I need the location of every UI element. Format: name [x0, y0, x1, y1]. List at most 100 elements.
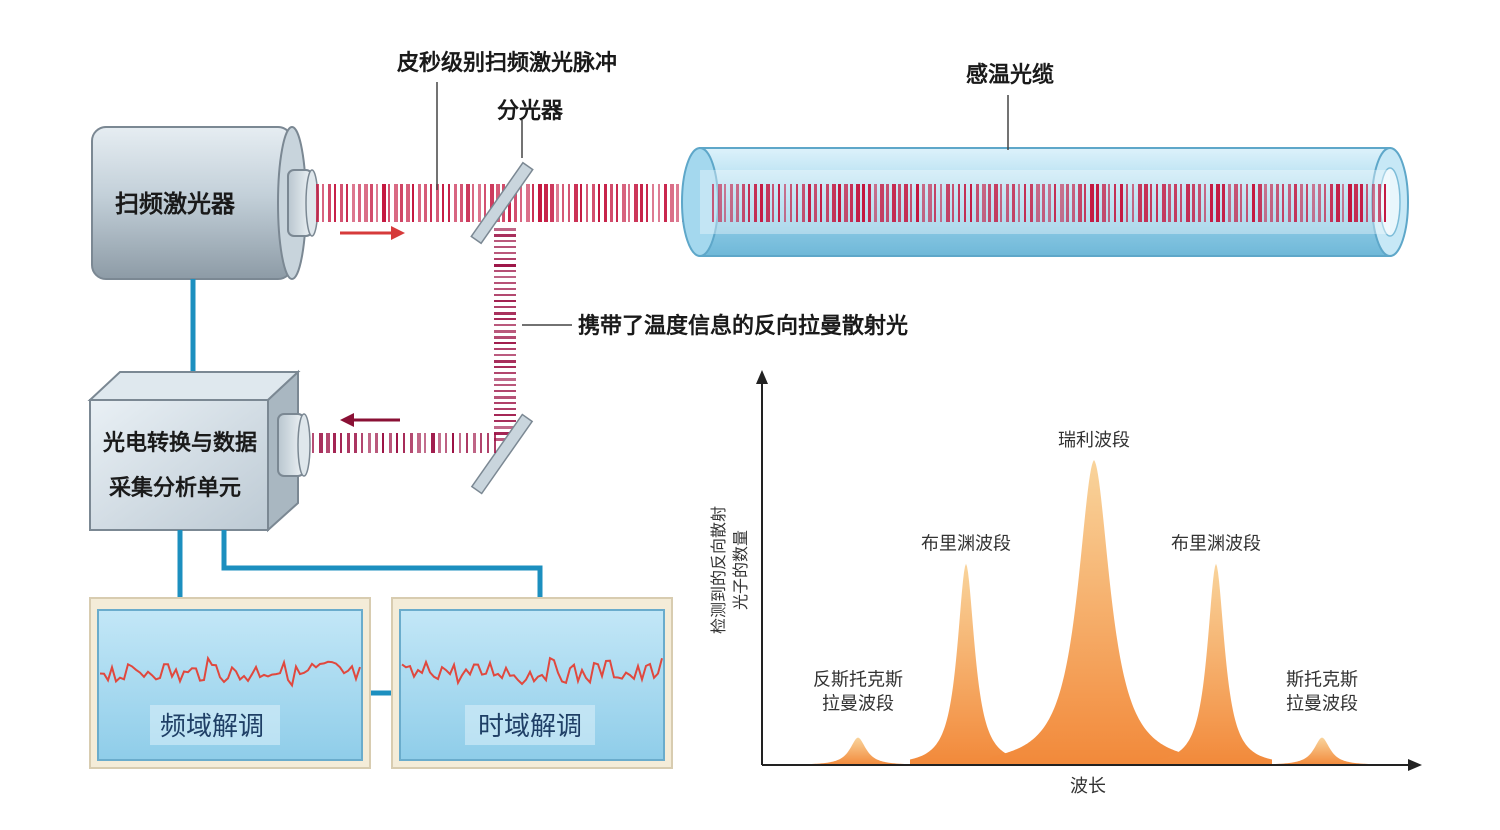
cable-pulse-stripe	[1228, 184, 1231, 222]
backscatter-stripe	[494, 282, 516, 284]
cable-pulse-stripe	[1006, 184, 1009, 222]
pulse-stripe	[334, 184, 336, 222]
cable-pulse-stripe	[1294, 184, 1297, 222]
cable-pulse-stripe	[874, 184, 877, 222]
backscatter-stripe	[494, 390, 516, 392]
cable-pulse-stripe	[1048, 184, 1051, 222]
backscatter-stripe	[494, 300, 516, 302]
pulse-stripe	[466, 184, 470, 222]
backscatter-stripe	[494, 264, 516, 267]
return-stripe	[424, 433, 426, 453]
cable-pulse-stripe	[796, 184, 798, 222]
backscatter-stripe	[494, 288, 516, 290]
time-demod-label: 时域解调	[478, 712, 582, 742]
cable-pulse-stripe	[1258, 184, 1262, 222]
cable-pulse-stripe	[742, 184, 745, 222]
cable-pulse-stripe	[1114, 184, 1116, 222]
backscatter-stripe	[494, 318, 516, 320]
cable-pulse-stripe	[1030, 184, 1033, 222]
pulse-stripe	[424, 184, 427, 222]
return-stripe	[354, 433, 357, 453]
cable-pulse-stripe	[1372, 184, 1375, 222]
x-axis-label: 波长	[1070, 776, 1106, 797]
cable-pulse-stripe	[922, 184, 925, 222]
cable-pulse-stripe	[1342, 184, 1344, 222]
return-stripe	[445, 433, 447, 453]
pulse-stripe	[658, 184, 660, 222]
pulse-stripe	[652, 184, 654, 222]
pulse-stripe	[436, 184, 439, 222]
cable-pulse-stripe	[766, 184, 770, 222]
cable-pulse-stripe	[988, 184, 991, 222]
cable-pulse-stripe	[838, 184, 841, 222]
cable-pulse-stripe	[1084, 184, 1086, 222]
cable-pulse-stripe	[820, 184, 822, 222]
cable-pulse-stripe	[814, 184, 817, 222]
cable-pulse-stripe	[868, 184, 871, 222]
pulse-stripe	[586, 184, 588, 222]
pulse-stripe	[580, 184, 582, 222]
cable-pulse-stripe	[850, 184, 853, 222]
pulse-stripe	[622, 184, 626, 222]
pulse-stripe	[460, 184, 463, 222]
cable-pulse-stripe	[1270, 184, 1273, 222]
return-arrow-icon	[340, 413, 400, 427]
pulse-stripe	[544, 184, 548, 222]
pulse-stripe	[352, 184, 355, 222]
cable-pulse-stripe	[880, 184, 884, 222]
cable-pulse-stripe	[1018, 184, 1020, 222]
cable-pulse-stripe	[1240, 184, 1242, 222]
cable-pulse-stripe	[790, 184, 792, 222]
backscatter-stripe	[494, 252, 516, 254]
return-stripe	[389, 433, 392, 453]
pulse-stripe	[532, 184, 534, 222]
cable-pulse-stripe	[1210, 184, 1213, 222]
backscatter-stripe	[494, 414, 516, 416]
beam-splitter	[470, 161, 534, 245]
peak-stokes	[1258, 737, 1386, 765]
backscatter-stripe	[494, 234, 516, 237]
backscatter-stripe	[494, 324, 516, 326]
pulse-stripe	[568, 184, 570, 222]
pulse-stripe	[406, 184, 410, 222]
return-stripe	[438, 433, 441, 453]
cable-pulse-stripe	[802, 184, 805, 222]
x-axis-arrow-icon	[1408, 759, 1422, 771]
return-mirror	[470, 413, 534, 495]
cable-pulse-stripe	[1162, 184, 1166, 222]
return-stripe	[319, 433, 323, 453]
cable-pulse-stripe	[982, 184, 986, 222]
cable-pulse-stripe	[1276, 184, 1279, 222]
cable-pulse-stripe	[1126, 184, 1128, 222]
return-stripe	[410, 433, 413, 453]
backscatter-stripe	[494, 360, 516, 363]
backscatter-label: 携带了温度信息的反向拉曼散射光	[578, 313, 908, 339]
cable-pulse-stripe	[1168, 184, 1171, 222]
pulse-stripe	[634, 184, 638, 222]
cable-pulse-stripe	[904, 184, 908, 222]
cable-pulse-stripe	[1378, 184, 1381, 222]
cable-pulse-stripe	[970, 184, 972, 222]
cable-label: 感温光缆	[966, 62, 1054, 88]
peak-brillouin-right	[1160, 563, 1272, 765]
cable-pulse-stripe	[898, 184, 901, 222]
pulse-stripe	[400, 184, 403, 222]
cable-pulse-stripe	[1078, 184, 1082, 222]
peak-label-anti-stokes-line1: 反斯托克斯	[813, 670, 903, 691]
cable-pulse-stripe	[784, 184, 786, 222]
cable-pulse-stripe	[1054, 184, 1056, 222]
pulse-stripe	[484, 184, 486, 222]
pulse-stripe	[328, 184, 331, 222]
backscatter-stripe	[494, 372, 516, 374]
backscatter-stripe	[494, 420, 516, 422]
cable-pulse-stripe	[1072, 184, 1075, 222]
cable-pulse-stripe	[1234, 184, 1238, 222]
peak-label-anti-stokes-line2: 拉曼波段	[822, 694, 894, 715]
pulse-stripe	[514, 184, 517, 222]
cable-pulse-stripe	[1060, 184, 1064, 222]
pulse-stripe	[442, 184, 444, 222]
y-axis-arrow-icon	[756, 370, 768, 384]
laser-label: 扫频激光器	[115, 190, 236, 218]
pulse-stripe	[388, 184, 390, 222]
